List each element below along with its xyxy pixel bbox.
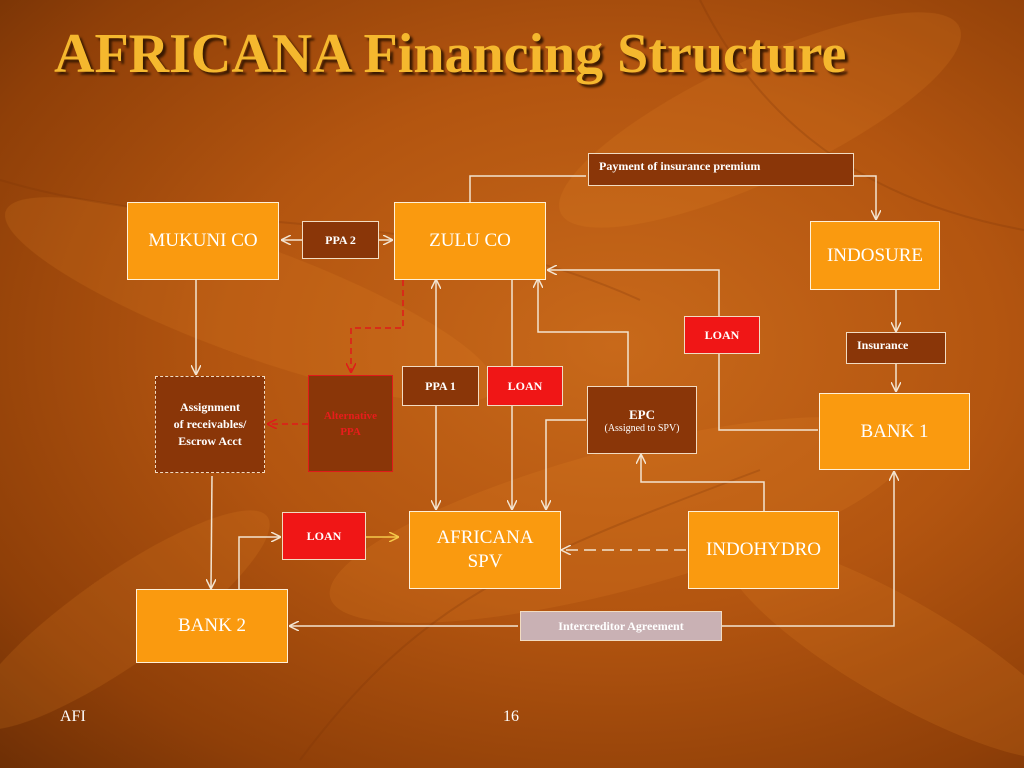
loan-middle-label: LOAN <box>487 366 563 406</box>
intercreditor-text: Intercreditor Agreement <box>558 618 684 633</box>
loan-middle-text: LOAN <box>507 378 543 393</box>
payment-premium-text: Payment of insurance premium <box>599 159 761 173</box>
intercreditor-agreement-box: Intercreditor Agreement <box>520 611 722 641</box>
ppa2-text: PPA 2 <box>325 232 356 247</box>
slide-title: AFRICANA Financing Structure <box>54 23 847 85</box>
ppa2-label: PPA 2 <box>302 221 379 259</box>
assignment-line1: Assignment <box>179 400 240 414</box>
epc-note-text: (Assigned to SPV) <box>604 422 680 434</box>
bank2-label: BANK 2 <box>177 615 247 636</box>
epc-label: EPC (Assigned to SPV) <box>587 386 697 454</box>
loan-upper-label: LOAN <box>684 316 760 354</box>
epc-text: EPC <box>628 406 655 422</box>
assignment-receivables-box: Assignment of receivables/ Escrow Acct <box>155 376 265 473</box>
loan-lower-text: LOAN <box>306 528 342 543</box>
payment-premium-label: Payment of insurance premium <box>588 153 854 186</box>
mukuni-co-label: MUKUNI CO <box>148 230 258 251</box>
zulu-co-label: ZULU CO <box>429 230 511 251</box>
bank1-label: BANK 1 <box>860 420 929 442</box>
page-number: 16 <box>503 708 519 725</box>
africana-spv-line2: SPV <box>467 551 503 572</box>
zulu-co-box: ZULU CO <box>394 202 546 280</box>
indohydro-box: INDOHYDRO <box>688 511 839 589</box>
ppa1-text: PPA 1 <box>425 378 456 393</box>
insurance-text: Insurance <box>857 338 909 352</box>
epc-text-group: EPC (Assigned to SPV) <box>604 407 679 434</box>
bank1-box: BANK 1 <box>819 393 970 470</box>
indosure-label: INDOSURE <box>826 244 924 266</box>
alternative-line1: Alternative <box>323 410 378 422</box>
alternative-ppa-box: Alternative PPA <box>308 375 393 472</box>
alternative-line2: PPA <box>340 426 361 438</box>
ppa1-label: PPA 1 <box>402 366 479 406</box>
loan-lower-label: LOAN <box>282 512 366 560</box>
footer-left: AFI <box>60 708 86 725</box>
assignment-line2: of receivables/ <box>173 417 247 431</box>
assignment-line3: Escrow Acct <box>178 434 242 448</box>
indohydro-label: INDOHYDRO <box>705 539 822 560</box>
africana-spv-box: AFRICANA SPV <box>409 511 561 589</box>
bank2-box: BANK 2 <box>136 589 288 663</box>
indosure-box: INDOSURE <box>810 221 940 290</box>
loan-upper-text: LOAN <box>704 327 740 342</box>
mukuni-co-box: MUKUNI CO <box>127 202 279 280</box>
africana-spv-line1: AFRICANA <box>436 527 534 548</box>
insurance-label: Insurance <box>846 332 946 364</box>
